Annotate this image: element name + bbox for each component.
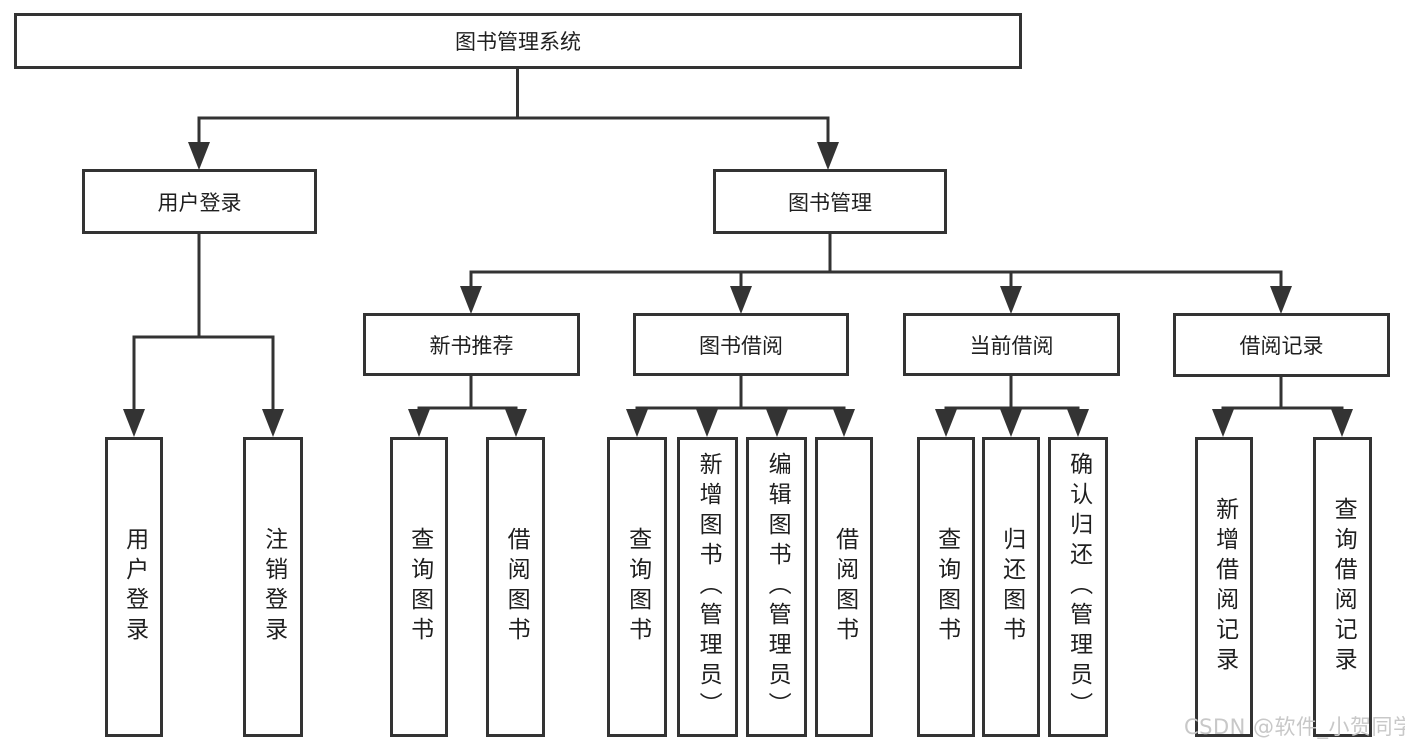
connector-newbook-to-leaves (408, 376, 527, 437)
leaf-user-login-label: 用户登录 (121, 527, 148, 647)
connector-login-to-leaves (123, 233, 284, 437)
node-borrow-records: 借阅记录 (1173, 313, 1390, 377)
node-root: 图书管理系统 (14, 13, 1022, 69)
leaf-newbook-borrow-label: 借阅图书 (503, 527, 530, 647)
leaf-borrow-add-admin: 新增图书（管理员） (677, 437, 738, 737)
node-borrow-records-label: 借阅记录 (1239, 334, 1324, 358)
node-book-borrow-label: 图书借阅 (699, 333, 783, 358)
node-user-login: 用户登录 (82, 169, 317, 234)
leaf-borrow-book: 借阅图书 (815, 437, 873, 737)
leaf-borrow-add-admin-label: 新增图书（管理员） (695, 452, 722, 722)
node-root-label: 图书管理系统 (455, 30, 581, 54)
node-new-book-recommend: 新书推荐 (363, 313, 580, 376)
leaf-current-return-label: 归还图书 (998, 527, 1025, 647)
leaf-record-query: 查询借阅记录 (1313, 437, 1372, 737)
connector-mgmt-to-level2 (460, 234, 1292, 314)
node-new-book-recommend-label: 新书推荐 (429, 333, 514, 358)
leaf-newbook-borrow: 借阅图书 (486, 437, 545, 737)
leaf-borrow-query-label: 查询图书 (624, 527, 651, 647)
leaf-borrow-edit-admin-label: 编辑图书（管理员） (764, 452, 791, 722)
node-book-management-label: 图书管理 (788, 190, 872, 215)
leaf-current-confirm-admin-label: 确认归还（管理员） (1065, 452, 1092, 722)
leaf-current-return: 归还图书 (982, 437, 1040, 737)
leaf-logout-label: 注销登录 (260, 527, 287, 647)
leaf-user-login: 用户登录 (105, 437, 163, 737)
node-current-borrow-label: 当前借阅 (969, 333, 1054, 358)
node-book-management: 图书管理 (713, 169, 947, 234)
node-user-login-label: 用户登录 (157, 190, 242, 215)
connector-root-to-level1 (188, 68, 839, 170)
leaf-current-query-label: 查询图书 (933, 527, 960, 647)
leaf-record-add-label: 新增借阅记录 (1211, 497, 1238, 677)
connector-borrow-to-leaves (626, 376, 855, 437)
leaf-current-confirm-admin: 确认归还（管理员） (1048, 437, 1108, 737)
node-book-borrow: 图书借阅 (633, 313, 849, 376)
node-current-borrow: 当前借阅 (903, 313, 1120, 376)
leaf-current-query: 查询图书 (917, 437, 975, 737)
leaf-newbook-query-label: 查询图书 (406, 527, 433, 647)
leaf-borrow-edit-admin: 编辑图书（管理员） (746, 437, 807, 737)
csdn-watermark: CSDN @软件_小贺同学 (1184, 715, 1405, 739)
connector-current-to-leaves (935, 376, 1089, 437)
leaf-record-add: 新增借阅记录 (1195, 437, 1253, 737)
leaf-record-query-label: 查询借阅记录 (1330, 497, 1357, 677)
leaf-borrow-query: 查询图书 (607, 437, 667, 737)
leaf-logout: 注销登录 (243, 437, 303, 737)
leaf-borrow-book-label: 借阅图书 (831, 527, 858, 647)
connector-records-to-leaves (1212, 376, 1353, 437)
leaf-newbook-query: 查询图书 (390, 437, 448, 737)
